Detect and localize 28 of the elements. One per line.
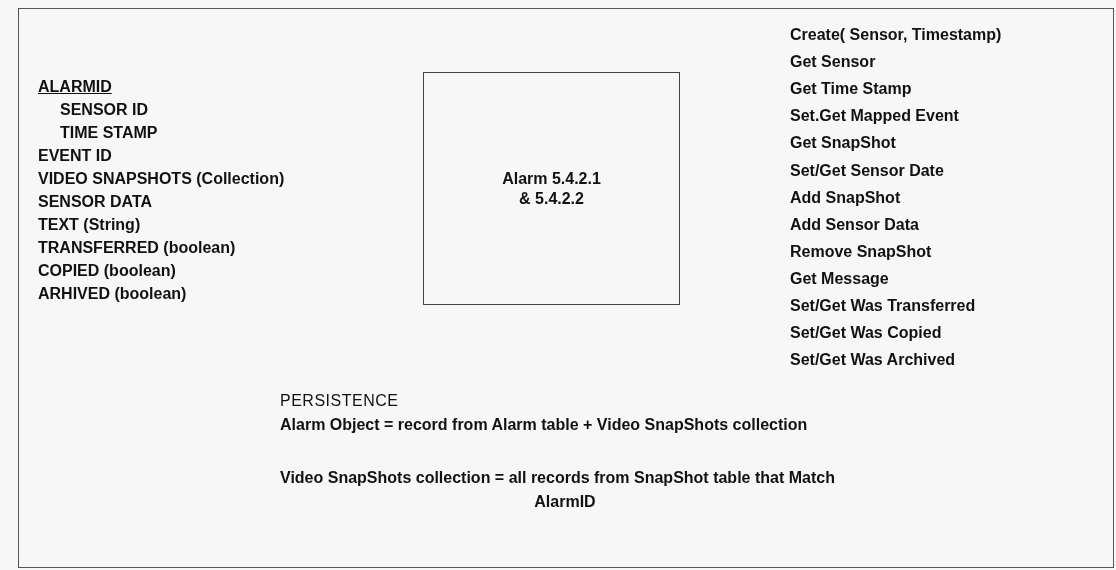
- method-name: Get SnapShot: [790, 133, 896, 154]
- class-name: Alarm 5.4.2.1 & 5.4.2.2: [501, 168, 602, 209]
- note-text: Alarm Object = record from Alarm table + Video SnapShots collection: [280, 415, 808, 435]
- section-heading: PERSISTENCE: [280, 391, 399, 411]
- method-name: Set/Get Was Transferred: [790, 296, 976, 316]
- method-name: Get Time Stamp: [790, 79, 912, 100]
- method-name: Add Sensor Data: [790, 214, 919, 235]
- attribute-name: SENSOR DATA: [38, 192, 153, 212]
- attribute-name: VIDEO SNAPSHOTS (Collection): [38, 169, 285, 189]
- method-name: Set.Get Mapped Event: [790, 106, 959, 127]
- attribute-name: TIME STAMP: [60, 123, 158, 143]
- attribute-name: TRANSFERRED (boolean): [38, 238, 236, 258]
- method-name: Remove SnapShot: [790, 241, 932, 262]
- method-name: Get Message: [790, 268, 889, 289]
- class-box: [423, 72, 680, 305]
- attribute-name: TEXT (String): [38, 215, 141, 235]
- method-name: Set/Get Was Copied: [790, 323, 942, 344]
- attribute-name: EVENT ID: [38, 146, 112, 166]
- attribute-name: ARHIVED (boolean): [38, 284, 187, 304]
- method-name: Set/Get Was Archived: [790, 350, 956, 371]
- method-name: Create( Sensor, Timestamp): [790, 25, 1002, 45]
- attribute-name: SENSOR ID: [60, 100, 148, 120]
- method-name: Add SnapShot: [790, 187, 901, 208]
- method-name: Get Sensor: [790, 52, 876, 73]
- note-text: Video SnapShots collection = all records from SnapShot table that Match AlarmID: [280, 468, 836, 512]
- attribute-name: ALARMID: [38, 77, 112, 97]
- attribute-name: COPIED (boolean): [38, 261, 176, 281]
- method-name: Set/Get Sensor Date: [790, 160, 944, 181]
